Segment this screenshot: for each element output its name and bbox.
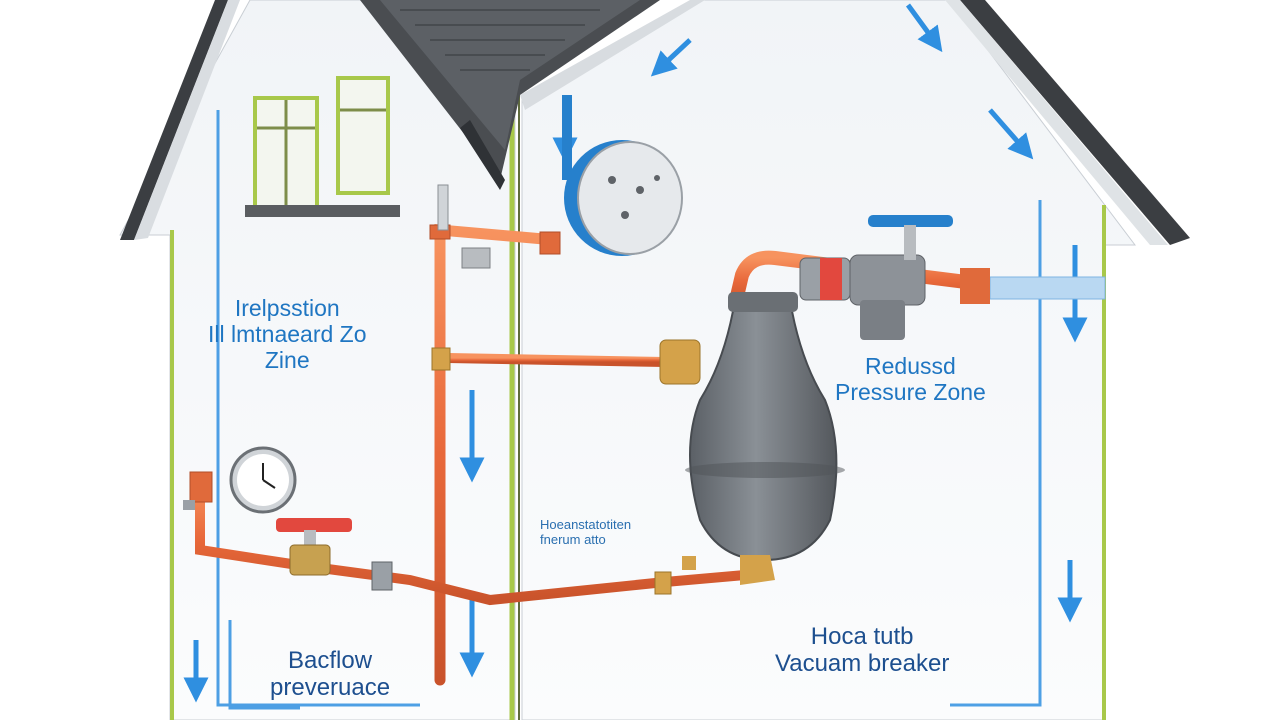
pressure-tank-icon bbox=[659, 292, 845, 585]
left-zone-label-line-3: Zine bbox=[264, 346, 310, 373]
right-roof-edge bbox=[520, 0, 1190, 245]
reduced-pressure-label-line-2: Pressure Zone bbox=[835, 378, 986, 405]
left-roof-edge bbox=[120, 0, 240, 240]
pressure-gauge-icon bbox=[564, 140, 683, 256]
center-roof bbox=[360, 0, 660, 190]
pipe-fittings bbox=[183, 224, 696, 595]
mid-small-label-line-1: Hoeanstatotiten bbox=[540, 517, 632, 532]
hose-bib-label-line-1: Hoca tutb bbox=[810, 623, 914, 650]
window bbox=[245, 76, 400, 217]
backflow-label-line-1: Bacflow bbox=[288, 647, 373, 674]
reduced-pressure-zone-label: Redussd Pressure Zone bbox=[835, 353, 986, 406]
left-zone-label-line-2: Ill lmtnaeard Zo bbox=[208, 320, 367, 347]
valve-handle-icon bbox=[276, 518, 352, 576]
backflow-preventer-label: Bacflow preveruace bbox=[270, 647, 391, 702]
hose-bib-vacuum-breaker-label: Hoca tutb Vacuam breaker bbox=[775, 623, 950, 678]
left-zone-label-line-1: Irelpsstion bbox=[234, 295, 340, 321]
reduced-pressure-valve bbox=[799, 215, 990, 340]
mid-small-label: Hoeanstatotiten fnerum atto bbox=[540, 517, 632, 547]
clock-gauge-icon bbox=[229, 446, 297, 514]
spigot bbox=[437, 184, 449, 231]
mid-small-label-line-2: fnerum atto bbox=[540, 531, 606, 547]
flow-lines bbox=[216, 110, 1042, 710]
hose-bib-label-line-2: Vacuam breaker bbox=[775, 649, 950, 677]
left-zone-label: Irelpsstion Ill lmtnaeard Zo Zine bbox=[208, 295, 367, 373]
reduced-pressure-label-line-1: Redussd bbox=[865, 353, 956, 379]
backflow-label-line-2: preveruace bbox=[270, 673, 391, 701]
